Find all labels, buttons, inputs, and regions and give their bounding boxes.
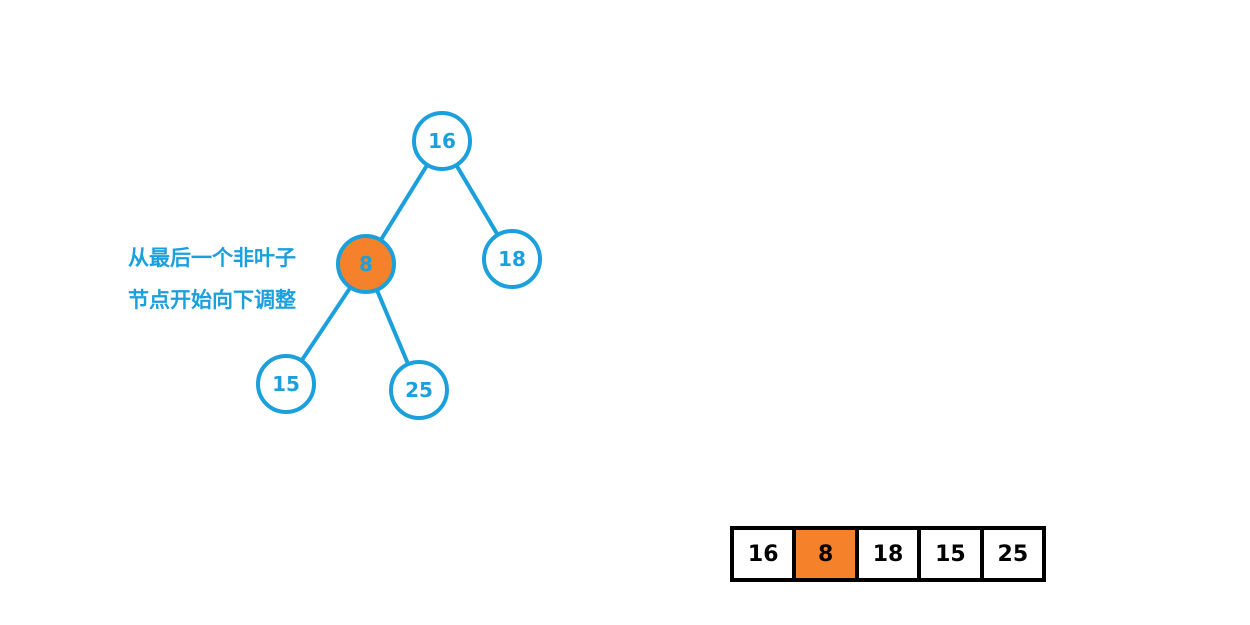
tree-node-circle [336, 234, 396, 294]
tree-edge-n0-n2 [454, 163, 500, 237]
tree-node-label: 8 [359, 252, 373, 276]
tree-node-label: 25 [405, 378, 433, 402]
tree-edge-n0-n1 [378, 162, 430, 243]
heap-array: 16 8 18 15 25 [730, 526, 1046, 582]
tree-node-circle [412, 111, 472, 171]
tree-node-18: 18 [482, 229, 542, 289]
annotation-line-1: 从最后一个非叶子 [128, 246, 296, 270]
tree-node-circle [389, 360, 449, 420]
annotation-line-2: 节点开始向下调整 [128, 288, 296, 312]
tree-node-16: 16 [412, 111, 472, 171]
tree-node-circle [482, 229, 542, 289]
tree-node-8: 8 [336, 234, 396, 294]
tree-node-label: 16 [428, 129, 456, 153]
array-cell-0: 16 [734, 530, 793, 578]
tree-node-label: 15 [272, 372, 300, 396]
tree-edge-n1-n4 [374, 287, 411, 367]
array-cell-4: 25 [983, 530, 1043, 578]
array-cell-2: 18 [858, 530, 918, 578]
array-cell-3: 15 [921, 530, 980, 578]
tree-node-circle [256, 354, 316, 414]
tree-node-25: 25 [389, 360, 449, 420]
tree-node-15: 15 [256, 354, 316, 414]
tree-edge-n1-n3 [299, 285, 353, 363]
array-cell-1-highlighted: 8 [796, 530, 855, 578]
tree-node-label: 18 [498, 247, 526, 271]
